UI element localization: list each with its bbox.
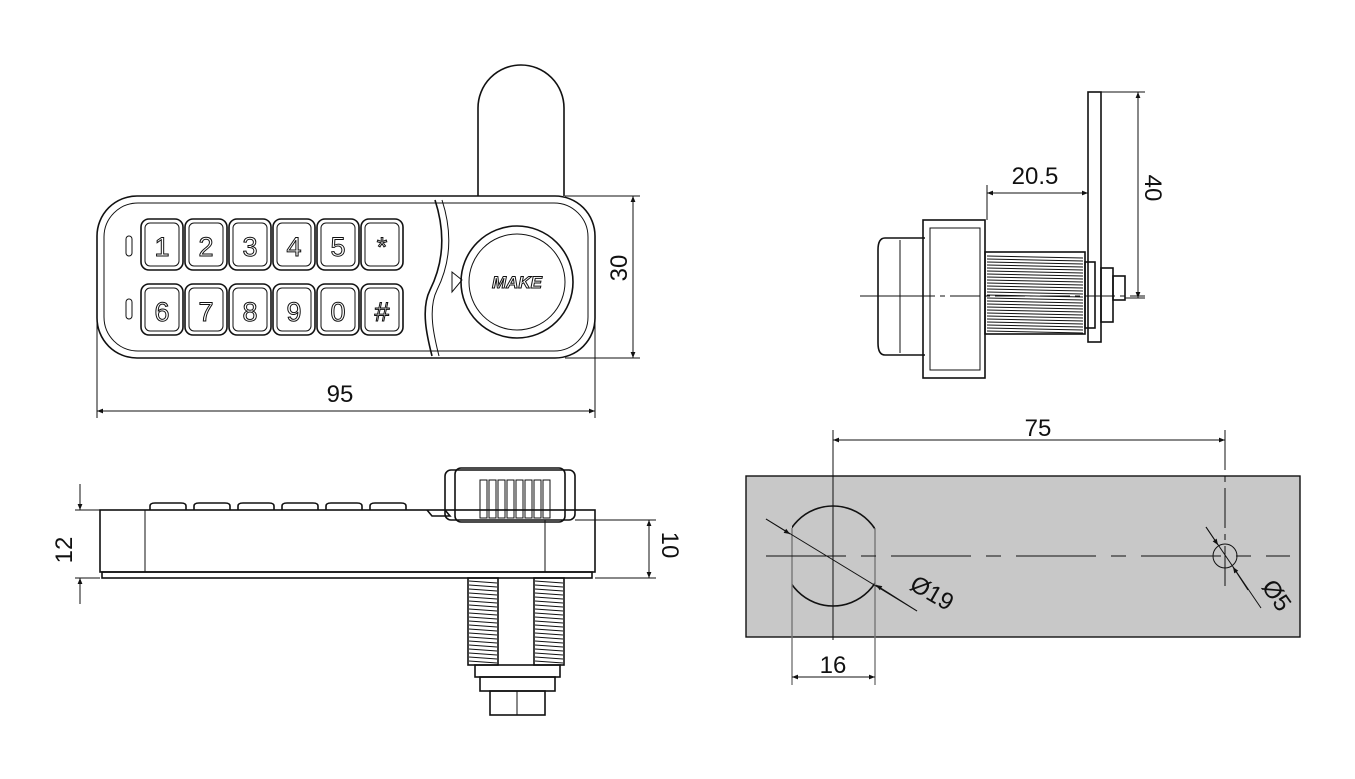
knob xyxy=(460,225,574,339)
dim-label-12: 12 xyxy=(51,537,78,564)
brand-logo: MAKE xyxy=(492,273,543,292)
keypad-key: 8 xyxy=(228,283,272,336)
key-label: 9 xyxy=(286,297,301,327)
led-indicator xyxy=(125,298,133,320)
dim-label-20-5: 20.5 xyxy=(1012,163,1059,190)
keypad-key: 1 xyxy=(140,218,184,271)
grip-rib xyxy=(497,479,506,519)
side-key xyxy=(369,502,407,510)
key-label: 7 xyxy=(198,297,213,327)
key-label: 5 xyxy=(330,232,345,262)
thread-line xyxy=(986,309,1084,313)
key-label: 0 xyxy=(330,297,345,327)
key-label: 2 xyxy=(198,232,213,262)
dim-label-40: 40 xyxy=(1139,175,1166,202)
thread-line xyxy=(986,330,1084,334)
cam-plate xyxy=(1087,91,1102,343)
keypad-key: * xyxy=(360,218,404,271)
led-indicator xyxy=(125,235,133,257)
dim-label-10: 10 xyxy=(656,532,683,559)
thread-line xyxy=(986,258,1084,262)
thread-line xyxy=(986,276,1084,280)
side-key xyxy=(237,502,275,510)
keypad-key: 9 xyxy=(272,283,316,336)
thread-line xyxy=(986,315,1084,319)
grip-rib xyxy=(515,479,524,519)
thread-line xyxy=(986,261,1084,265)
thread-line xyxy=(986,282,1084,286)
keypad-key: 4 xyxy=(272,218,316,271)
side-key xyxy=(149,502,187,510)
lock-body xyxy=(96,195,596,359)
grip-rib xyxy=(479,479,488,519)
dim-label-75: 75 xyxy=(1025,415,1052,442)
thread-line xyxy=(986,297,1084,301)
keypad-key: 2 xyxy=(184,218,228,271)
panel-divider xyxy=(424,199,443,357)
keypad-key: 7 xyxy=(184,283,228,336)
dim-label-30: 30 xyxy=(606,255,633,282)
thread-line xyxy=(986,285,1084,289)
key-label: 8 xyxy=(242,297,257,327)
key-label: 3 xyxy=(242,232,257,262)
thread-line xyxy=(986,264,1084,268)
thread-line xyxy=(986,306,1084,310)
thread-line xyxy=(986,291,1084,295)
thread-line xyxy=(986,288,1084,292)
thread-line xyxy=(986,267,1084,271)
keypad-key: 5 xyxy=(316,218,360,271)
keypad-key: # xyxy=(360,283,404,336)
grip-rib xyxy=(488,479,497,519)
lock-side-view: 12 10 xyxy=(51,467,683,716)
thread-line xyxy=(986,324,1084,328)
side-key xyxy=(281,502,319,510)
grip-rib xyxy=(542,479,551,519)
thread-line xyxy=(986,273,1084,277)
side-key xyxy=(325,502,363,510)
key-label: 6 xyxy=(154,297,169,327)
dim-label-95: 95 xyxy=(327,381,354,408)
thread-line xyxy=(986,279,1084,283)
key-label: # xyxy=(374,297,389,327)
thread-line xyxy=(986,300,1084,304)
key-label: * xyxy=(377,232,388,262)
keypad-key: 3 xyxy=(228,218,272,271)
keypad-key: 0 xyxy=(316,283,360,336)
side-key xyxy=(193,502,231,510)
keypad-key: 6 xyxy=(140,283,184,336)
cam-side-view: 40 20.5 xyxy=(860,91,1166,379)
thread-line xyxy=(986,318,1084,322)
thread-line xyxy=(986,321,1084,325)
thread-line xyxy=(986,327,1084,331)
thread-line xyxy=(986,303,1084,307)
grip-rib xyxy=(506,479,515,519)
grip-rib xyxy=(533,479,542,519)
cutout-template: 75 16 Ø19 Ø5 xyxy=(745,415,1301,685)
key-label: 1 xyxy=(154,232,169,262)
thread-line xyxy=(986,312,1084,316)
key-label: 4 xyxy=(286,232,301,262)
thread-line xyxy=(986,255,1084,259)
grip-rib xyxy=(524,479,533,519)
latch-tongue xyxy=(477,64,565,196)
thread-line xyxy=(986,270,1084,274)
dim-label-16: 16 xyxy=(820,652,847,679)
